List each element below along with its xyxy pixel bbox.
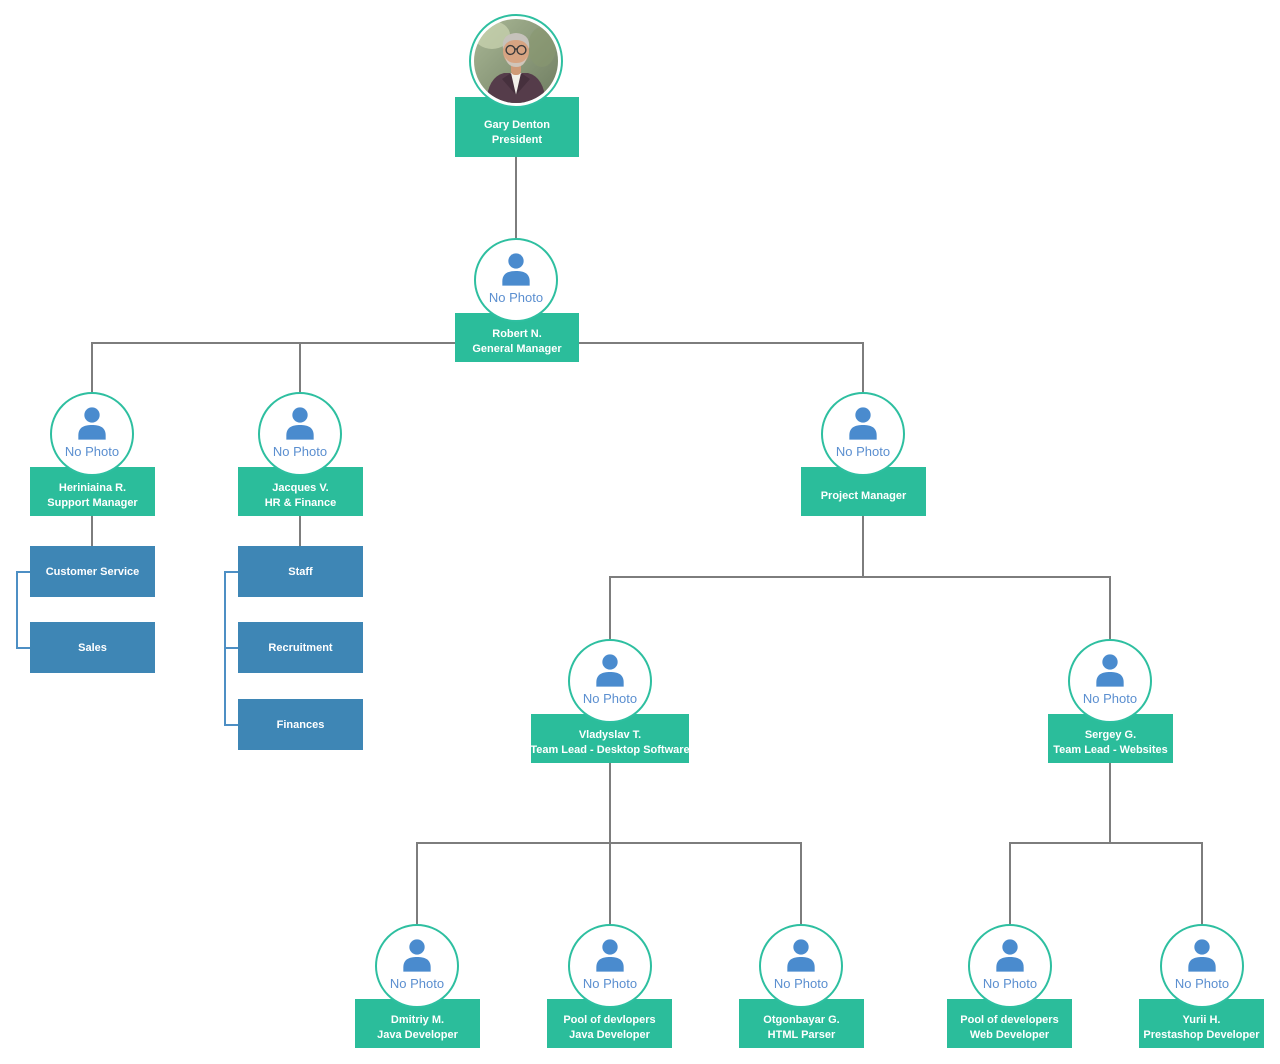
bracket-connector	[16, 571, 18, 649]
person-name: Jacques V.	[272, 482, 329, 494]
person-icon	[1096, 654, 1124, 687]
no-photo-avatar[interactable]: No Photo	[50, 392, 134, 476]
person-name: Yurii H.	[1182, 1014, 1221, 1026]
connector	[299, 342, 301, 392]
no-photo-avatar[interactable]: No Photo	[1160, 924, 1244, 1008]
person-title: President	[491, 133, 543, 146]
person-title: Web Developer	[969, 1029, 1050, 1041]
person-name: Heriniaina R.	[58, 482, 127, 494]
dept-label: Customer Service	[45, 565, 140, 578]
person-title: Team Lead - Desktop Software	[530, 744, 690, 756]
connector	[862, 516, 864, 577]
connector	[515, 157, 517, 238]
connector	[609, 763, 611, 843]
no-photo-avatar[interactable]: No Photo	[759, 924, 843, 1008]
no-photo-avatar[interactable]: No Photo	[568, 639, 652, 723]
connector	[1109, 763, 1111, 843]
person-icon	[849, 407, 877, 440]
no-photo-label: No Photo	[582, 976, 638, 991]
person-name: Sergey G.	[1084, 729, 1137, 741]
bracket-connector	[224, 571, 238, 573]
person-title: Java Developer	[569, 1029, 650, 1041]
connector	[1009, 842, 1011, 924]
dept-customer-service[interactable]: Customer Service	[30, 546, 155, 597]
dept-sales[interactable]: Sales	[30, 622, 155, 673]
dept-label: Recruitment	[268, 641, 333, 654]
connector	[1201, 842, 1203, 924]
person-icon	[78, 407, 106, 440]
org-node-prestashop-developer[interactable]: Yurii H. Prestashop Developer	[1139, 999, 1264, 1048]
person-title: Project Manager	[820, 489, 907, 502]
no-photo-label: No Photo	[1082, 691, 1138, 706]
person-name: Otgonbayar G.	[763, 1014, 840, 1026]
connector	[609, 576, 611, 639]
person-icon	[286, 407, 314, 440]
no-photo-label: No Photo	[773, 976, 829, 991]
no-photo-avatar[interactable]: No Photo	[821, 392, 905, 476]
org-node-java-developer-pool[interactable]: Pool of devlopers Java Developer	[547, 999, 672, 1048]
no-photo-avatar[interactable]: No Photo	[258, 392, 342, 476]
no-photo-label: No Photo	[835, 444, 891, 459]
dept-label: Sales	[78, 641, 107, 654]
person-title: Prestashop Developer	[1143, 1029, 1260, 1041]
no-photo-label: No Photo	[272, 444, 328, 459]
connector	[800, 842, 802, 924]
no-photo-label: No Photo	[582, 691, 638, 706]
dept-finances[interactable]: Finances	[238, 699, 363, 750]
president-photo-avatar[interactable]	[469, 14, 563, 108]
person-title: HTML Parser	[767, 1029, 836, 1041]
org-node-general-manager[interactable]: Robert N. General Manager	[455, 313, 579, 362]
person-icon	[596, 939, 624, 972]
connector	[299, 516, 301, 546]
bracket-connector	[224, 647, 238, 649]
no-photo-label: No Photo	[982, 976, 1038, 991]
no-photo-avatar[interactable]: No Photo	[1068, 639, 1152, 723]
connector	[609, 842, 611, 924]
connector	[91, 516, 93, 546]
bracket-connector	[224, 571, 226, 726]
connector	[1009, 842, 1203, 844]
person-title: Support Manager	[47, 497, 138, 509]
dept-label: Finances	[276, 718, 325, 731]
person-icon	[502, 253, 530, 286]
person-icon	[996, 939, 1024, 972]
dept-staff[interactable]: Staff	[238, 546, 363, 597]
person-name: Robert N.	[492, 328, 542, 340]
person-icon	[1188, 939, 1216, 972]
president-photo	[474, 19, 558, 103]
connector	[609, 576, 1111, 578]
dept-label: Staff	[288, 565, 313, 578]
no-photo-avatar[interactable]: No Photo	[968, 924, 1052, 1008]
connector	[416, 842, 418, 924]
connector	[91, 342, 93, 392]
person-name: Pool of devlopers	[563, 1014, 656, 1026]
no-photo-label: No Photo	[64, 444, 120, 459]
bracket-connector	[224, 724, 238, 726]
no-photo-label: No Photo	[389, 976, 445, 991]
person-title: HR & Finance	[264, 497, 337, 509]
connector	[862, 342, 864, 392]
person-icon	[403, 939, 431, 972]
no-photo-avatar[interactable]: No Photo	[375, 924, 459, 1008]
no-photo-avatar[interactable]: No Photo	[568, 924, 652, 1008]
person-icon	[787, 939, 815, 972]
bracket-connector	[16, 571, 30, 573]
person-title: Java Developer	[377, 1029, 458, 1041]
dept-recruitment[interactable]: Recruitment	[238, 622, 363, 673]
no-photo-label: No Photo	[488, 290, 544, 305]
org-node-team-lead-websites[interactable]: Sergey G. Team Lead - Websites	[1048, 714, 1173, 763]
no-photo-avatar[interactable]: No Photo	[474, 238, 558, 322]
person-name: Gary Denton	[483, 118, 550, 131]
person-name: Vladyslav T.	[578, 729, 642, 741]
person-name: Pool of developers	[960, 1014, 1059, 1026]
person-title: Team Lead - Websites	[1053, 744, 1168, 756]
person-name: Dmitriy M.	[390, 1014, 445, 1026]
person-title: General Manager	[472, 343, 562, 355]
connector	[1109, 576, 1111, 639]
no-photo-label: No Photo	[1174, 976, 1230, 991]
person-icon	[596, 654, 624, 687]
bracket-connector	[16, 647, 30, 649]
